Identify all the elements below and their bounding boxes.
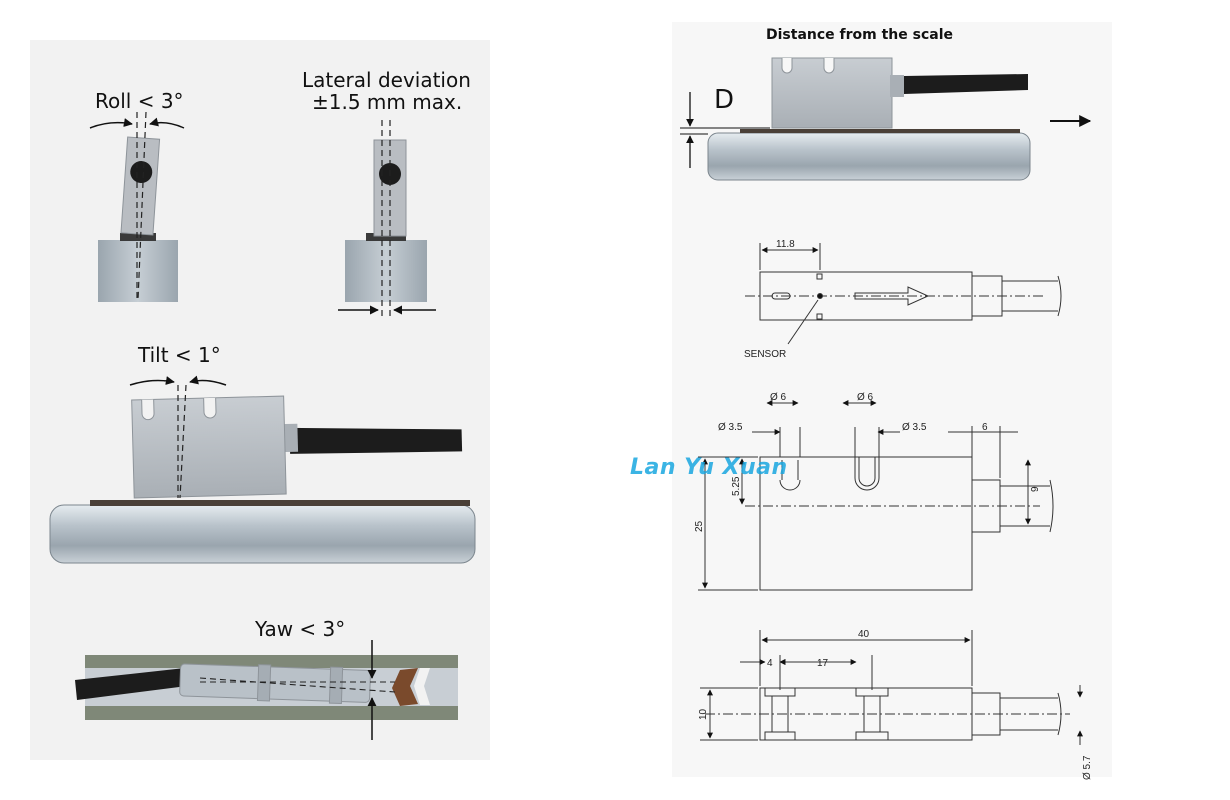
side-view-label-dia35-right: Ø 3.5	[902, 422, 927, 433]
yaw-cable	[75, 668, 187, 700]
yaw-axis-angled	[199, 677, 396, 693]
top-view-sensor-label: SENSOR	[744, 349, 786, 360]
tilt-scale-bar	[49, 504, 476, 564]
roll-scale-strip	[120, 233, 156, 241]
top-view-drawing	[745, 243, 1062, 345]
bottom-view-label-40: 40	[858, 629, 870, 640]
tilt-diagram: Tilt < 1°	[49, 343, 476, 564]
distance-scale-bar	[707, 132, 1031, 181]
side-view-drawing	[698, 400, 1054, 591]
bottom-view-drawing	[700, 630, 1083, 745]
side-view-label-dia6-right: Ø 6	[857, 392, 874, 403]
yaw-label: Yaw < 3°	[254, 617, 345, 641]
roll-arrow-right	[149, 117, 185, 129]
bottom-view-label-5-7: Ø 5.7	[1082, 755, 1093, 780]
bottom-view-hole2-body	[863, 696, 881, 732]
bottom-view-hole2-bottom	[855, 731, 889, 741]
distance-cable	[904, 74, 1028, 94]
roll-diagram: Roll < 3°	[89, 89, 185, 302]
lateral-scale-block	[345, 240, 427, 302]
top-view-dim-11-8: 11.8	[776, 239, 795, 250]
bottom-view-label-17: 17	[817, 658, 829, 669]
roll-arrow-left	[89, 118, 133, 129]
top-view-mark-bottom	[816, 313, 823, 320]
side-view-body	[759, 456, 973, 591]
side-view-slot-left-inner	[781, 460, 799, 480]
side-view-label-dia6-left: Ø 6	[770, 392, 787, 403]
bottom-view-label-10: 10	[698, 708, 709, 720]
distance-cable-gland	[890, 75, 904, 97]
top-view-slot	[771, 292, 791, 300]
roll-label: Roll < 3°	[95, 89, 184, 113]
yaw-cut-gap	[414, 668, 430, 705]
tilt-label: Tilt < 1°	[137, 343, 221, 367]
roll-sensor	[120, 136, 161, 236]
top-view-mark-top	[816, 273, 823, 280]
tilt-cable	[289, 427, 463, 454]
roll-sensor-screw	[130, 161, 153, 184]
side-view-slot-right-inner	[858, 457, 876, 487]
bottom-view-hole1-body	[771, 696, 789, 732]
tilt-arrow-left	[129, 376, 175, 386]
tilt-sensor	[131, 395, 463, 499]
distance-d-label: D	[714, 85, 734, 115]
side-view-label-dia35-left: Ø 3.5	[718, 422, 743, 433]
distance-slot-1	[781, 58, 793, 74]
watermark-logo: Lan Yu Xuan	[630, 455, 788, 480]
top-view-sensor-leader	[787, 299, 819, 345]
top-view-cable-break	[1057, 275, 1062, 317]
side-view-label-9: 9	[1030, 486, 1041, 492]
lateral-scale-strip	[366, 233, 406, 241]
tilt-axis-tilted	[179, 384, 187, 499]
lateral-diagram: Lateral deviation ±1.5 mm max.	[302, 68, 471, 318]
bottom-view-label-4: 4	[767, 658, 773, 669]
top-view-sensor-point	[817, 293, 823, 299]
distance-scale-tape	[740, 129, 1020, 133]
side-view-label-5-25: 5.25	[731, 476, 742, 496]
tilt-arrow-right	[189, 375, 227, 386]
distance-title: Distance from the scale	[766, 27, 953, 43]
side-view-label-25: 25	[694, 520, 705, 532]
tilt-scale-tape	[90, 500, 470, 506]
side-view-cable-break	[1049, 479, 1054, 533]
roll-tilted-axis	[137, 111, 147, 301]
top-view-arrow-symbol	[854, 286, 930, 306]
distance-diagram: Distance from the scale D	[680, 27, 1092, 181]
lateral-label-line1: Lateral deviation	[302, 68, 471, 92]
side-view-slot-right	[854, 427, 880, 491]
side-view-label-6: 6	[982, 422, 988, 433]
lateral-label-line2: ±1.5 mm max.	[312, 90, 462, 114]
roll-scale-block	[98, 240, 178, 302]
bottom-view-hole1-bottom	[764, 731, 796, 741]
yaw-diagram: Yaw < 3°	[75, 617, 458, 740]
yaw-cut-edge	[392, 668, 418, 706]
distance-slot-2	[823, 58, 835, 74]
